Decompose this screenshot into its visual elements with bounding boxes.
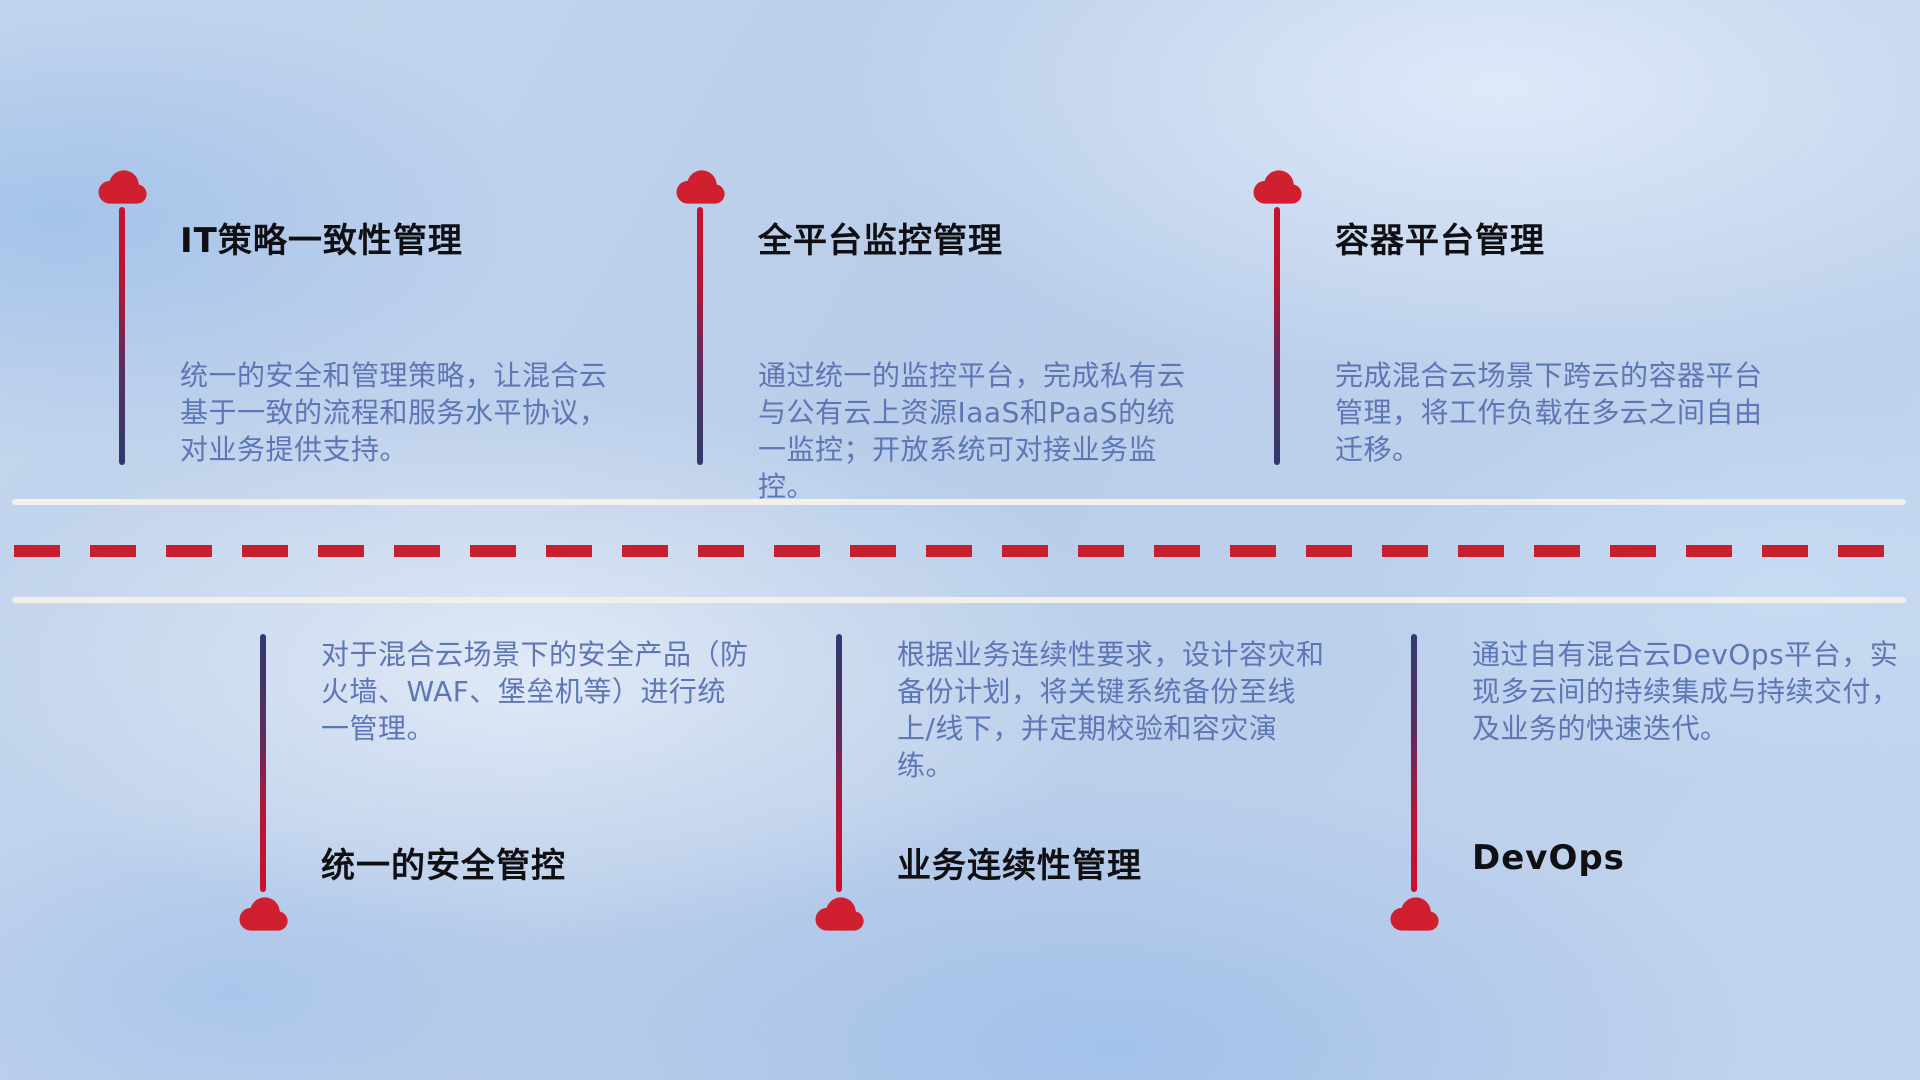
item-it-policy-management: IT策略一致性管理 统一的安全和管理策略，让混合云基于一致的流程和服务水平协议，… (95, 167, 607, 477)
divider-line-top (12, 499, 1906, 505)
timeline-connector (697, 207, 703, 465)
item-platform-monitoring: 全平台监控管理 通过统一的监控平台，完成私有云与公有云上资源IaaS和PaaS的… (673, 167, 1185, 503)
item-title: 全平台监控管理 (758, 221, 1003, 261)
item-description: 根据业务连续性要求，设计容灾和备份计划，将关键系统备份至线上/线下，并定期校验和… (897, 638, 1325, 782)
item-unified-security: 统一的安全管控 对于混合云场景下的安全产品（防火墙、WAF、堡垒机等）进行统一管… (236, 630, 748, 960)
item-business-continuity: 业务连续性管理 根据业务连续性要求，设计容灾和备份计划，将关键系统备份至线上/线… (812, 630, 1324, 960)
cloud-icon (239, 897, 288, 931)
item-description: 对于混合云场景下的安全产品（防火墙、WAF、堡垒机等）进行统一管理。 (321, 638, 749, 745)
item-title: DevOps (1472, 838, 1625, 878)
item-description: 通过自有混合云DevOps平台，实现多云间的持续集成与持续交付，及业务的快速迭代… (1472, 638, 1900, 745)
divider-dashed-line (14, 545, 1906, 557)
item-description: 通过统一的监控平台，完成私有云与公有云上资源IaaS和PaaS的统一监控；开放系… (758, 359, 1186, 503)
cloud-icon (98, 170, 147, 204)
timeline-connector (119, 207, 125, 465)
timeline-connector (1411, 634, 1417, 892)
item-devops: DevOps 通过自有混合云DevOps平台，实现多云间的持续集成与持续交付，及… (1387, 630, 1899, 960)
divider-line-bottom (12, 597, 1906, 603)
item-container-platform: 容器平台管理 完成混合云场景下跨云的容器平台管理，将工作负载在多云之间自由迁移。 (1250, 167, 1762, 477)
item-title: IT策略一致性管理 (180, 221, 463, 261)
item-title: 统一的安全管控 (321, 846, 566, 886)
cloud-icon (1253, 170, 1302, 204)
timeline-connector (836, 634, 842, 892)
cloud-icon (815, 897, 864, 931)
cloud-icon (1390, 897, 1439, 931)
item-description: 完成混合云场景下跨云的容器平台管理，将工作负载在多云之间自由迁移。 (1335, 359, 1763, 466)
timeline-connector (260, 634, 266, 892)
timeline-connector (1274, 207, 1280, 465)
cloud-icon (676, 170, 725, 204)
item-description: 统一的安全和管理策略，让混合云基于一致的流程和服务水平协议，对业务提供支持。 (180, 359, 608, 466)
item-title: 业务连续性管理 (897, 846, 1142, 886)
item-title: 容器平台管理 (1335, 221, 1545, 261)
